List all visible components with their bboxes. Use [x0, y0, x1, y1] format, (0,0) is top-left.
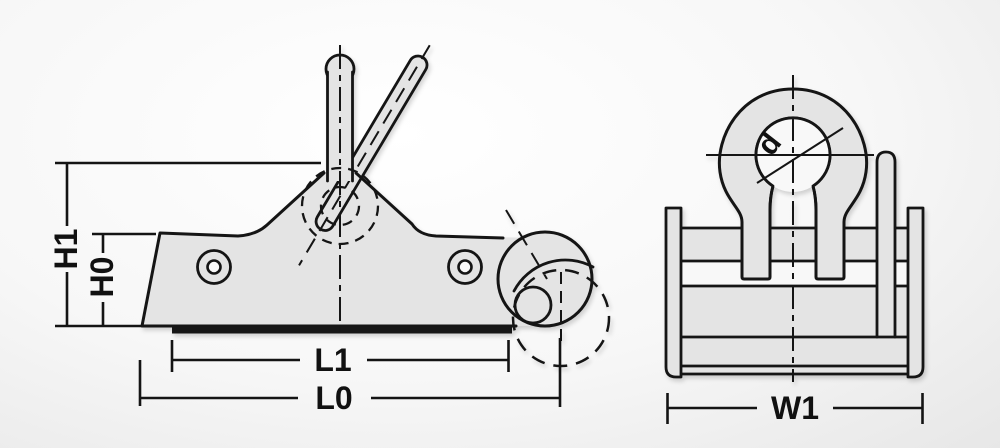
bolt-right: [447, 249, 483, 285]
front-body-gap: [681, 261, 908, 286]
top-pin-shaft-outline: [326, 70, 354, 183]
lever-centerline-extension: [505, 209, 548, 280]
l1-label: L1: [314, 342, 351, 378]
h0-label: H0: [84, 257, 120, 298]
side-view: [140, 44, 611, 368]
dimension-l0: L0: [138, 338, 562, 416]
dimension-h1: H1: [48, 161, 321, 328]
front-body-fill: [681, 228, 908, 374]
cam-roller-circle: [513, 285, 553, 325]
front-view: [664, 75, 925, 382]
h1-label: H1: [48, 229, 84, 270]
magnet-face-strip: [172, 327, 512, 334]
front-plate-lines-lower: [679, 335, 910, 376]
lever-centerline: [298, 44, 431, 266]
clamp-body-fill: [142, 159, 545, 326]
w1-label: W1: [771, 390, 819, 426]
side-view-dimensions: H1 H0 L1 L0: [48, 161, 562, 416]
clamp-body-outline: [140, 171, 518, 328]
shackle-diameter-line: [756, 127, 844, 184]
dimension-w1: W1: [666, 390, 924, 426]
side-plate-right: [906, 206, 925, 379]
front-plate-lines-upper: [679, 226, 910, 288]
handle-pin: [875, 150, 897, 339]
side-plate-left: [664, 206, 683, 379]
dimension-h0: H0: [84, 232, 156, 326]
cam-edge-arc: [512, 258, 595, 293]
l0-label: L0: [315, 380, 352, 416]
bolt-left: [196, 249, 232, 285]
dimension-l1: L1: [170, 340, 510, 378]
